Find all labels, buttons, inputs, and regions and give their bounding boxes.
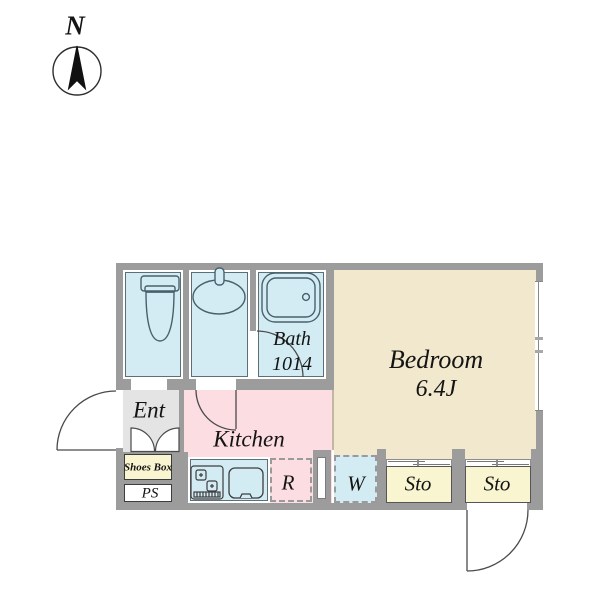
compass-ring (52, 46, 102, 96)
storage-door-swing (466, 509, 529, 572)
toilet-floor (125, 272, 181, 377)
counter-top (190, 459, 268, 501)
bedroom-label: Bedroom (388, 345, 484, 374)
storage-left (386, 466, 452, 503)
window (535, 281, 543, 411)
pipe-space-label: PS (141, 485, 159, 502)
bath-label: Bath (273, 328, 311, 350)
storage-right (465, 466, 531, 503)
kitchen-label: Kitchen (213, 426, 285, 452)
washroom-floor (191, 272, 248, 377)
entrance-door-opening (116, 390, 123, 448)
compass-needle-icon (67, 45, 87, 91)
storage-left-label: Sto (404, 471, 432, 496)
bath-size-label: 1014 (272, 353, 312, 375)
bedroom (334, 270, 536, 459)
washroom (189, 270, 250, 379)
door-pocket (317, 457, 326, 499)
wall (326, 263, 334, 385)
washer-space (334, 455, 377, 503)
toilet-door-opening (131, 379, 167, 390)
compass (52, 45, 102, 96)
wall (179, 390, 184, 452)
entrance-door-swing (56, 390, 117, 451)
kitchen-bedroom-divider (332, 390, 334, 450)
toilet-room (123, 270, 183, 379)
refrigerator-space (270, 458, 312, 502)
shoes-box (124, 454, 172, 480)
wall (183, 270, 189, 379)
wall (452, 449, 465, 510)
compass-label: N (65, 10, 85, 41)
kitchen-door-opening (196, 379, 236, 390)
washer-label: W (347, 471, 365, 496)
wall (116, 263, 123, 510)
shoes-box-label: Shoes Box (124, 461, 172, 474)
pipe-space-box (124, 484, 172, 502)
entrance-label: Ent (133, 397, 165, 423)
wall (531, 449, 536, 503)
refrigerator-label: R (281, 470, 295, 495)
wall (377, 449, 386, 503)
wall (250, 270, 256, 331)
wall (116, 503, 543, 510)
bedroom-size-label: 6.4J (415, 376, 457, 402)
storage-door-opening (467, 503, 527, 510)
kitchen-counter (188, 457, 270, 503)
bath-door-opening (250, 331, 257, 379)
storage-right-label: Sto (483, 471, 511, 496)
